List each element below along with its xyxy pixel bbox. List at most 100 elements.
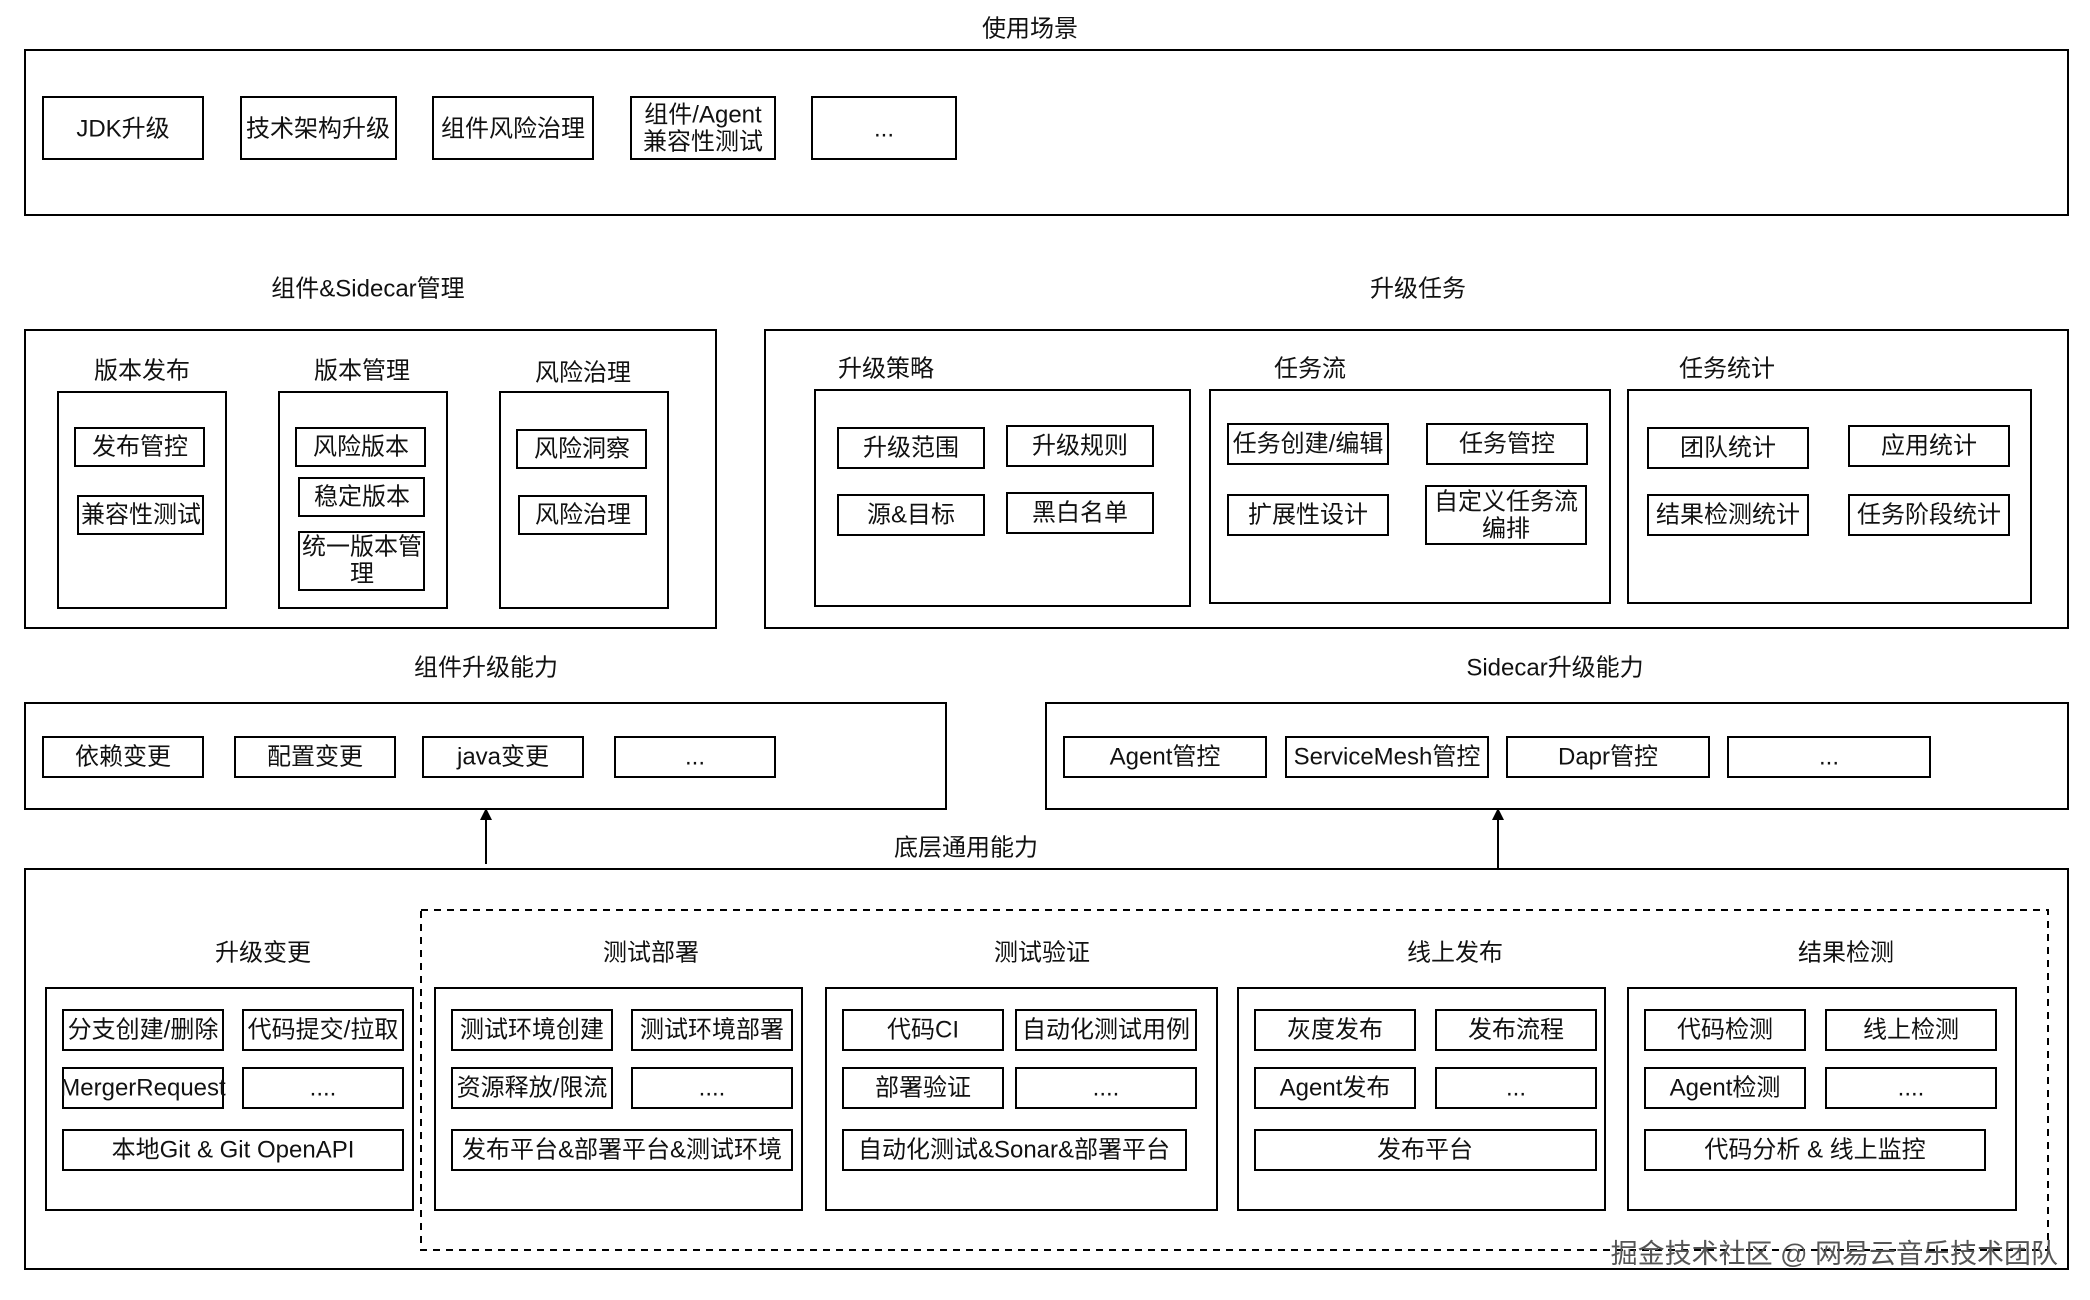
svg-text:Agent发布: Agent发布 bbox=[1280, 1074, 1391, 1101]
svg-text:自动化测试&Sonar&部署平台: 自动化测试&Sonar&部署平台 bbox=[858, 1136, 1170, 1163]
svg-text:代码CI: 代码CI bbox=[887, 1016, 959, 1043]
watermark: 掘金技术社区 @ 网易云音乐技术团队 bbox=[1611, 1239, 2058, 1269]
sidecar-upgrade-item: ... bbox=[1727, 736, 1931, 778]
svg-text:资源释放/限流: 资源释放/限流 bbox=[457, 1074, 608, 1101]
base-title: 底层通用能力 bbox=[894, 834, 1038, 861]
svg-text:任务管控: 任务管控 bbox=[1459, 430, 1555, 457]
group-task-stats: 任务统计 团队统计 应用统计 结果检测统计 任务阶段统计 bbox=[1627, 355, 2032, 604]
svg-text:团队统计: 团队统计 bbox=[1680, 434, 1776, 461]
group-online-release: 线上发布 灰度发布 发布流程 Agent发布 ... 发布平台 bbox=[1237, 939, 1606, 1211]
svg-text:JDK升级: JDK升级 bbox=[76, 115, 169, 142]
svg-text:风险版本: 风险版本 bbox=[313, 433, 409, 460]
svg-text:版本发布: 版本发布 bbox=[94, 357, 190, 384]
component-upgrade-item: java变更 bbox=[422, 736, 584, 778]
svg-text:ServiceMesh管控: ServiceMesh管控 bbox=[1294, 743, 1481, 770]
group-version-mgmt: 版本管理 风险版本 稳定版本 统一版本管 理 bbox=[278, 357, 448, 609]
group-task-flow: 任务流 任务创建/编辑 任务管控 扩展性设计 自定义任务流 编排 bbox=[1209, 355, 1611, 604]
component-mgmt-title: 组件&Sidecar管理 bbox=[271, 275, 464, 302]
svg-text:Agent管控: Agent管控 bbox=[1110, 743, 1221, 770]
svg-text:风险治理: 风险治理 bbox=[535, 501, 631, 528]
svg-text:应用统计: 应用统计 bbox=[1881, 432, 1977, 459]
svg-text:升级策略: 升级策略 bbox=[838, 355, 934, 382]
component-upgrade-item: 配置变更 bbox=[234, 736, 396, 778]
group-test-verify: 测试验证 代码CI 自动化测试用例 部署验证 .... 自动化测试&Sonar&… bbox=[825, 939, 1218, 1211]
base-dashed-region bbox=[420, 909, 2049, 1251]
svg-text:代码提交/拉取: 代码提交/拉取 bbox=[248, 1016, 399, 1043]
svg-text:发布流程: 发布流程 bbox=[1468, 1016, 1564, 1043]
svg-text:组件/Agent: 组件/Agent bbox=[644, 101, 762, 128]
svg-text:版本管理: 版本管理 bbox=[314, 357, 410, 384]
svg-text:编排: 编排 bbox=[1482, 515, 1530, 542]
svg-text:MergerRequest: MergerRequest bbox=[60, 1074, 226, 1101]
svg-text:任务阶段统计: 任务阶段统计 bbox=[1857, 501, 2001, 528]
component-upgrade-item: 依赖变更 bbox=[42, 736, 204, 778]
svg-text:...: ... bbox=[874, 115, 894, 142]
svg-text:...: ... bbox=[685, 743, 705, 770]
sidecar-upgrade-item: ServiceMesh管控 bbox=[1285, 736, 1489, 778]
svg-text:....: .... bbox=[1093, 1074, 1120, 1101]
usage-item: 组件/Agent 兼容性测试 bbox=[630, 96, 776, 160]
svg-text:升级规则: 升级规则 bbox=[1032, 432, 1128, 459]
svg-text:结果检测: 结果检测 bbox=[1798, 939, 1894, 966]
svg-text:....: .... bbox=[699, 1074, 726, 1101]
svg-text:依赖变更: 依赖变更 bbox=[75, 743, 171, 770]
svg-text:风险治理: 风险治理 bbox=[535, 359, 631, 386]
svg-text:...: ... bbox=[1819, 743, 1839, 770]
svg-text:黑白名单: 黑白名单 bbox=[1032, 499, 1128, 526]
svg-text:技术架构升级: 技术架构升级 bbox=[246, 115, 390, 142]
svg-text:任务流: 任务流 bbox=[1274, 355, 1346, 382]
svg-text:风险洞察: 风险洞察 bbox=[534, 435, 630, 462]
svg-text:兼容性测试: 兼容性测试 bbox=[643, 128, 763, 155]
svg-text:配置变更: 配置变更 bbox=[267, 743, 363, 770]
usage-item: ... bbox=[811, 96, 957, 160]
svg-text:....: .... bbox=[310, 1074, 337, 1101]
component-upgrade-title: 组件升级能力 bbox=[414, 654, 558, 681]
svg-text:线上发布: 线上发布 bbox=[1407, 939, 1503, 966]
svg-text:发布管控: 发布管控 bbox=[92, 433, 188, 460]
svg-text:源&目标: 源&目标 bbox=[867, 501, 955, 528]
svg-text:结果检测统计: 结果检测统计 bbox=[1656, 501, 1800, 528]
svg-text:理: 理 bbox=[350, 560, 374, 587]
svg-text:线上检测: 线上检测 bbox=[1863, 1016, 1959, 1043]
svg-text:任务创建/编辑: 任务创建/编辑 bbox=[1233, 430, 1384, 457]
component-upgrade-item: ... bbox=[614, 736, 776, 778]
svg-text:本地Git & Git OpenAPI: 本地Git & Git OpenAPI bbox=[112, 1136, 355, 1163]
svg-text:测试环境部署: 测试环境部署 bbox=[640, 1016, 784, 1043]
group-test-deploy: 测试部署 测试环境创建 测试环境部署 资源释放/限流 .... 发布平台&部署平… bbox=[434, 939, 803, 1211]
svg-text:测试验证: 测试验证 bbox=[994, 939, 1090, 966]
group-upgrade-strategy: 升级策略 升级范围 升级规则 源&目标 黑白名单 bbox=[814, 355, 1191, 607]
svg-text:自动化测试用例: 自动化测试用例 bbox=[1022, 1016, 1190, 1043]
upgrade-tasks-title: 升级任务 bbox=[1370, 275, 1466, 302]
svg-text:组件风险治理: 组件风险治理 bbox=[441, 115, 585, 142]
group-version-release: 版本发布 发布管控 兼容性测试 bbox=[57, 357, 227, 609]
svg-text:灰度发布: 灰度发布 bbox=[1287, 1016, 1383, 1043]
svg-text:代码检测: 代码检测 bbox=[1677, 1016, 1773, 1043]
svg-text:兼容性测试: 兼容性测试 bbox=[81, 501, 201, 528]
group-risk-governance: 风险治理 风险洞察 风险治理 bbox=[499, 359, 669, 609]
group-upgrade-change: 升级变更 分支创建/删除 代码提交/拉取 MergerRequest .... … bbox=[45, 939, 414, 1211]
sidecar-upgrade-item: Agent管控 bbox=[1063, 736, 1267, 778]
svg-text:任务统计: 任务统计 bbox=[1679, 355, 1775, 382]
group-result-check: 结果检测 代码检测 线上检测 Agent检测 .... 代码分析 & 线上监控 bbox=[1627, 939, 2017, 1211]
sidecar-upgrade-title: Sidecar升级能力 bbox=[1466, 654, 1643, 681]
svg-text:发布平台: 发布平台 bbox=[1377, 1136, 1473, 1163]
svg-text:代码分析 & 线上监控: 代码分析 & 线上监控 bbox=[1704, 1136, 1925, 1163]
svg-text:....: .... bbox=[1898, 1074, 1925, 1101]
usage-item: 组件风险治理 bbox=[432, 96, 594, 160]
svg-text:Agent检测: Agent检测 bbox=[1670, 1074, 1781, 1101]
svg-text:自定义任务流: 自定义任务流 bbox=[1434, 488, 1578, 515]
svg-text:升级范围: 升级范围 bbox=[863, 434, 959, 461]
usage-title: 使用场景 bbox=[982, 15, 1078, 42]
svg-text:升级变更: 升级变更 bbox=[215, 939, 311, 966]
svg-text:部署验证: 部署验证 bbox=[875, 1074, 971, 1101]
usage-item: JDK升级 bbox=[42, 96, 204, 160]
svg-text:java变更: java变更 bbox=[456, 743, 549, 770]
svg-text:发布平台&部署平台&测试环境: 发布平台&部署平台&测试环境 bbox=[462, 1136, 782, 1163]
svg-text:扩展性设计: 扩展性设计 bbox=[1248, 501, 1368, 528]
svg-text:测试环境创建: 测试环境创建 bbox=[460, 1016, 604, 1043]
sidecar-upgrade-item: Dapr管控 bbox=[1506, 736, 1710, 778]
svg-text:Dapr管控: Dapr管控 bbox=[1558, 743, 1658, 770]
svg-text:统一版本管: 统一版本管 bbox=[302, 533, 422, 560]
svg-text:...: ... bbox=[1506, 1074, 1526, 1101]
